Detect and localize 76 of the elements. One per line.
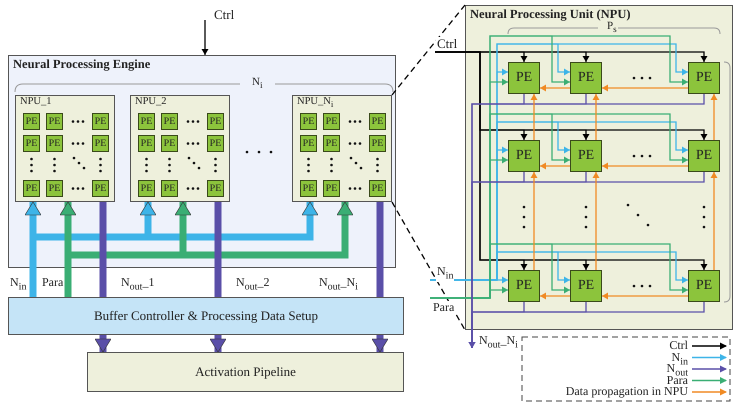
arrow <box>435 51 708 270</box>
pipeline-box: Activation Pipeline <box>87 352 404 392</box>
pe-block: PE <box>46 135 63 152</box>
arrow <box>202 20 208 55</box>
arrow <box>530 172 538 270</box>
pe-block: PE <box>138 180 155 197</box>
pe-block: PE <box>23 113 40 130</box>
pe-block: PE <box>323 180 340 197</box>
pe-block: PE <box>138 135 155 152</box>
legend-label: Ctrl <box>669 339 688 352</box>
arrow <box>602 162 688 170</box>
arrow <box>602 84 688 92</box>
pe-block: PE <box>369 180 386 197</box>
pe-block: PE <box>323 113 340 130</box>
panel-title: NPU_N$_{i}$ <box>297 96 334 110</box>
edge-label: N$_{in}$ <box>436 265 454 282</box>
pe-block: PE <box>300 135 317 152</box>
pe-block: PE <box>300 180 317 197</box>
arrow <box>468 302 705 348</box>
edge-label: Para <box>41 276 64 289</box>
span-label: P$_{s}$ <box>607 20 617 36</box>
edge-label: Ctrl <box>213 8 236 21</box>
arrow <box>530 94 538 140</box>
arrow <box>592 94 600 140</box>
pe-block: PE <box>161 135 178 152</box>
pe-block: PE <box>207 135 224 152</box>
pe-block: PE <box>161 113 178 130</box>
bus-arrow <box>210 335 226 352</box>
arrow <box>540 162 570 170</box>
pe-block: PE <box>92 135 109 152</box>
npu-panel <box>130 95 230 202</box>
pe-block: PE <box>46 113 63 130</box>
pe-block: PE <box>161 180 178 197</box>
pe-block: PE <box>369 113 386 130</box>
pe-block: PE <box>46 180 63 197</box>
pe-block: PE <box>323 135 340 152</box>
pe-block: PE <box>92 180 109 197</box>
arrow <box>540 292 570 300</box>
pe-block: PE <box>300 113 317 130</box>
npu-detail-panel <box>465 5 733 330</box>
pe-block: PE <box>688 62 720 94</box>
npu-panel <box>292 95 392 202</box>
pe-block: PE <box>369 135 386 152</box>
pe-block: PE <box>508 140 540 172</box>
pe-block: PE <box>23 135 40 152</box>
panel-title: Neural Processing Engine <box>13 57 150 72</box>
arrow <box>592 172 600 270</box>
edge-label: Ctrl <box>436 37 458 50</box>
pe-block: PE <box>92 113 109 130</box>
pe-block: PE <box>570 270 602 302</box>
engine-panel <box>8 55 396 268</box>
span-label: N$_{i}$ <box>252 76 262 92</box>
arrow <box>710 172 718 270</box>
zoom-line <box>391 4 466 331</box>
buffer-controller-box: Buffer Controller & Processing Data Setup <box>8 297 404 335</box>
panel-title: NPU_2 <box>135 96 167 107</box>
pe-block: PE <box>508 270 540 302</box>
arrow <box>710 94 718 140</box>
panel-title: NPU_1 <box>20 96 52 107</box>
pe-block: PE <box>23 180 40 197</box>
pe-block: PE <box>207 180 224 197</box>
pe-block: PE <box>508 62 540 94</box>
bus-arrow <box>372 335 388 352</box>
arrow <box>540 84 570 92</box>
edge-label: Para <box>432 301 456 314</box>
arrow <box>602 292 688 300</box>
panel-title: Neural Processing Unit (NPU) <box>470 7 631 22</box>
pe-block: PE <box>207 113 224 130</box>
pe-block: PE <box>570 62 602 94</box>
npu-panel <box>15 95 115 202</box>
pe-block: PE <box>138 113 155 130</box>
pe-block: PE <box>570 140 602 172</box>
pe-block: PE <box>688 270 720 302</box>
pe-block: PE <box>688 140 720 172</box>
legend-label: Data propagation in NPU <box>566 385 688 398</box>
bus-arrow <box>94 335 112 352</box>
